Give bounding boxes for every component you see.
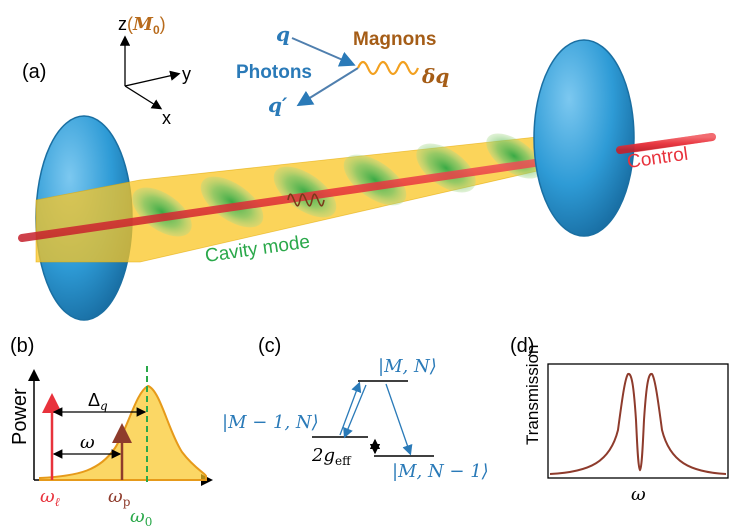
delta-q-label: Δq (88, 390, 108, 413)
omega-0-label: ω0 (130, 506, 152, 529)
magnon-squiggle (287, 193, 325, 207)
delta-q-label: δq (421, 64, 449, 88)
omega-l-label: ωℓ (40, 486, 60, 509)
omega-p-label: ωp (108, 486, 131, 509)
panel-d: (d) Transmission ω (510, 335, 729, 505)
transmission-ylabel: Transmission (523, 345, 542, 445)
level-left-label: |M − 1, N⟩ (222, 412, 319, 433)
omega-label: ω (80, 432, 95, 453)
q-out-label: q′ (268, 93, 288, 117)
mode-lobe (416, 143, 476, 193)
panel-a-label: (a) (22, 61, 46, 83)
transmission-plot-frame (547, 363, 729, 479)
level-right-label: |M, N − 1⟩ (392, 461, 489, 482)
magnons-label: Magnons (353, 29, 436, 50)
panel-a: (a) z(M0) y x q Photons q′ Magnons δq (18, 14, 716, 321)
mode-lobe (200, 176, 264, 228)
q-in-label: q (276, 22, 290, 46)
level-top-label: |M, N⟩ (378, 356, 437, 377)
coordinate-axes: z(M0) y x (118, 14, 191, 128)
power-ylabel: Power (9, 388, 31, 445)
photons-label: Photons (236, 62, 312, 83)
axis-y-label: y (182, 64, 191, 84)
mode-lobe (132, 187, 192, 237)
panel-b: (b) Power Δq ω ωℓ ωp ω0 (9, 335, 213, 529)
right-mirror (533, 39, 635, 237)
transmission-curve (549, 373, 727, 475)
panel-c-label: (c) (258, 335, 281, 357)
panel-d-label: (d) (510, 335, 534, 357)
panel-b-label: (b) (10, 335, 34, 357)
scattering-vertex: q Photons q′ Magnons δq (236, 22, 449, 117)
axis-x-label: x (162, 108, 171, 128)
mode-lobe (343, 154, 407, 206)
panel-c: (c) |M, N⟩ |M − 1, N⟩ |M, N − 1⟩ 2geff (222, 335, 489, 482)
omega-xlabel: ω (631, 484, 646, 505)
magnon-wave (356, 60, 420, 76)
coupling-label: 2geff (311, 445, 352, 468)
axis-z-label: z(M0) (118, 14, 166, 37)
